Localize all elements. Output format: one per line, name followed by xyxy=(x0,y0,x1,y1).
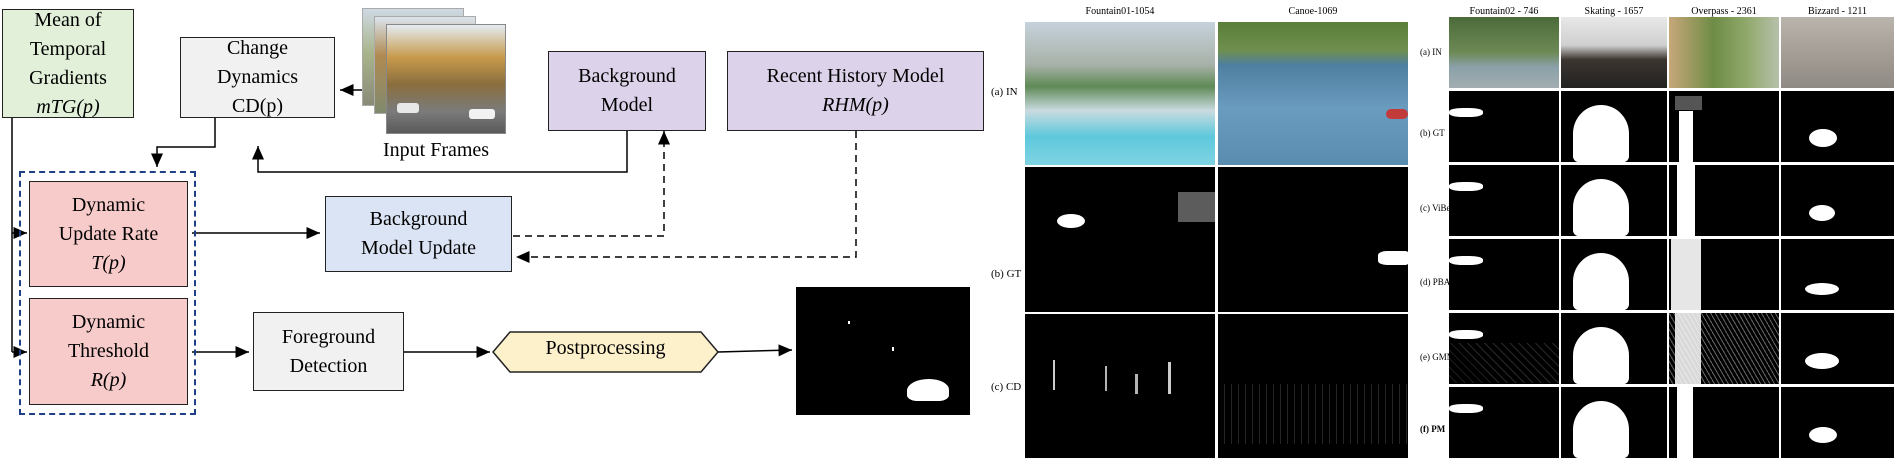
mtg-box: Mean of Temporal Gradients mTG(p) xyxy=(2,9,134,118)
bg-model-line2: Model xyxy=(600,94,654,116)
overpass-vibe-image xyxy=(1669,165,1779,236)
threshold-line1: Dynamic xyxy=(71,311,146,333)
fountain02-pbas-image xyxy=(1449,239,1559,310)
postprocessing-label: Postprocessing xyxy=(545,337,666,359)
fg-detect-line2: Detection xyxy=(289,354,368,377)
fountain-gt-image xyxy=(1025,167,1215,312)
update-rate-box: Dynamic Update Rate T(p) xyxy=(29,181,188,287)
change-dynamics-box: Change Dynamics CD(p) xyxy=(180,37,335,118)
bg-update-line2: Model Update xyxy=(361,237,476,259)
input-frame-image xyxy=(386,24,506,134)
blizzard-pbas-image xyxy=(1781,239,1894,310)
right-row-label: (f) PM xyxy=(1420,424,1446,434)
fountain-input-image xyxy=(1025,22,1215,165)
skating-pbas-image xyxy=(1561,239,1667,310)
right-col-title: Bizzard - 1211 xyxy=(1807,6,1868,17)
right-col-title: Skating - 1657 xyxy=(1584,6,1644,17)
overpass-gt-image xyxy=(1669,91,1779,162)
right-row-label: (d) PBAS xyxy=(1420,277,1456,287)
overpass-pbas-image xyxy=(1669,239,1779,310)
threshold-box: Dynamic Threshold R(p) xyxy=(29,298,188,405)
right-row-label: (a) IN xyxy=(1420,47,1442,57)
overpass-pm-image xyxy=(1669,387,1779,458)
foreground-detection-box: Foreground Detection xyxy=(253,312,404,391)
recent-history-model-box: Recent History Model RHM(p) xyxy=(727,51,984,131)
canoe-cd-image xyxy=(1218,314,1408,458)
input-frames-label: Input Frames xyxy=(383,139,490,161)
bg-update-line1: Background xyxy=(369,208,468,230)
dynamic-parameters-group xyxy=(19,171,196,415)
right-row-label: (c) ViBe xyxy=(1420,203,1451,213)
skating-gmm-image xyxy=(1561,313,1667,384)
background-model-box: Background Model xyxy=(548,51,706,131)
mtg-line4: mTG(p) xyxy=(36,95,100,118)
skating-vibe-image xyxy=(1561,165,1667,236)
mtg-line1: Mean of xyxy=(34,8,102,31)
threshold-line2: Threshold xyxy=(67,340,150,362)
canoe-gt-image xyxy=(1218,167,1408,312)
fountain02-gt-image xyxy=(1449,91,1559,162)
mid-row-label: (c) CD xyxy=(991,381,1022,393)
blizzard-pm-image xyxy=(1781,387,1894,458)
mid-col-title: Canoe-1069 xyxy=(1288,6,1338,17)
mid-row-label: (b) GT xyxy=(991,268,1022,280)
right-col-title: Fountain02 - 746 xyxy=(1469,6,1539,17)
background-model-update-box: Background Model Update xyxy=(325,196,512,272)
mtg-line3: Gradients xyxy=(29,66,107,89)
update-rate-line1: Dynamic xyxy=(71,193,146,216)
output-mask-image xyxy=(796,287,970,415)
threshold-line3: R(p) xyxy=(90,369,127,391)
skating-gt-image xyxy=(1561,91,1667,162)
mid-row-label: (a) IN xyxy=(991,86,1018,98)
skating-pm-image xyxy=(1561,387,1667,458)
rhm-line1: Recent History Model xyxy=(766,65,945,87)
right-row-label: (e) GMM xyxy=(1420,352,1455,362)
fountain02-pm-image xyxy=(1449,387,1559,458)
right-row-label: (b) GT xyxy=(1420,128,1445,138)
canoe-input-image xyxy=(1218,22,1408,165)
fountain02-gmm-image xyxy=(1449,313,1559,384)
mid-col-title: Fountain01-1054 xyxy=(1085,6,1155,17)
skating-input-image xyxy=(1561,17,1667,88)
overpass-gmm-image xyxy=(1669,313,1779,384)
rhm-line2: RHM(p) xyxy=(822,94,889,116)
blizzard-gt-image xyxy=(1781,91,1894,162)
postprocessing-shape xyxy=(492,331,719,373)
overpass-input-image xyxy=(1669,17,1779,88)
update-rate-line2: Update Rate xyxy=(58,222,159,245)
mtg-line2: Temporal xyxy=(29,37,107,60)
right-col-title: Overpass - 2361 xyxy=(1691,6,1757,17)
cd-line3: CD(p) xyxy=(231,95,284,117)
cd-line2: Dynamics xyxy=(216,66,299,88)
blizzard-gmm-image xyxy=(1781,313,1894,384)
blizzard-input-image xyxy=(1781,17,1894,88)
cd-line1: Change xyxy=(226,37,289,59)
fountain-cd-image xyxy=(1025,314,1215,458)
fountain02-vibe-image xyxy=(1449,165,1559,236)
blizzard-vibe-image xyxy=(1781,165,1894,236)
update-rate-line3: T(p) xyxy=(91,251,126,274)
fg-detect-line1: Foreground xyxy=(281,325,376,348)
bg-model-line1: Background xyxy=(578,65,676,87)
diagram-arrows xyxy=(11,84,857,373)
fountain02-input-image xyxy=(1449,17,1559,88)
